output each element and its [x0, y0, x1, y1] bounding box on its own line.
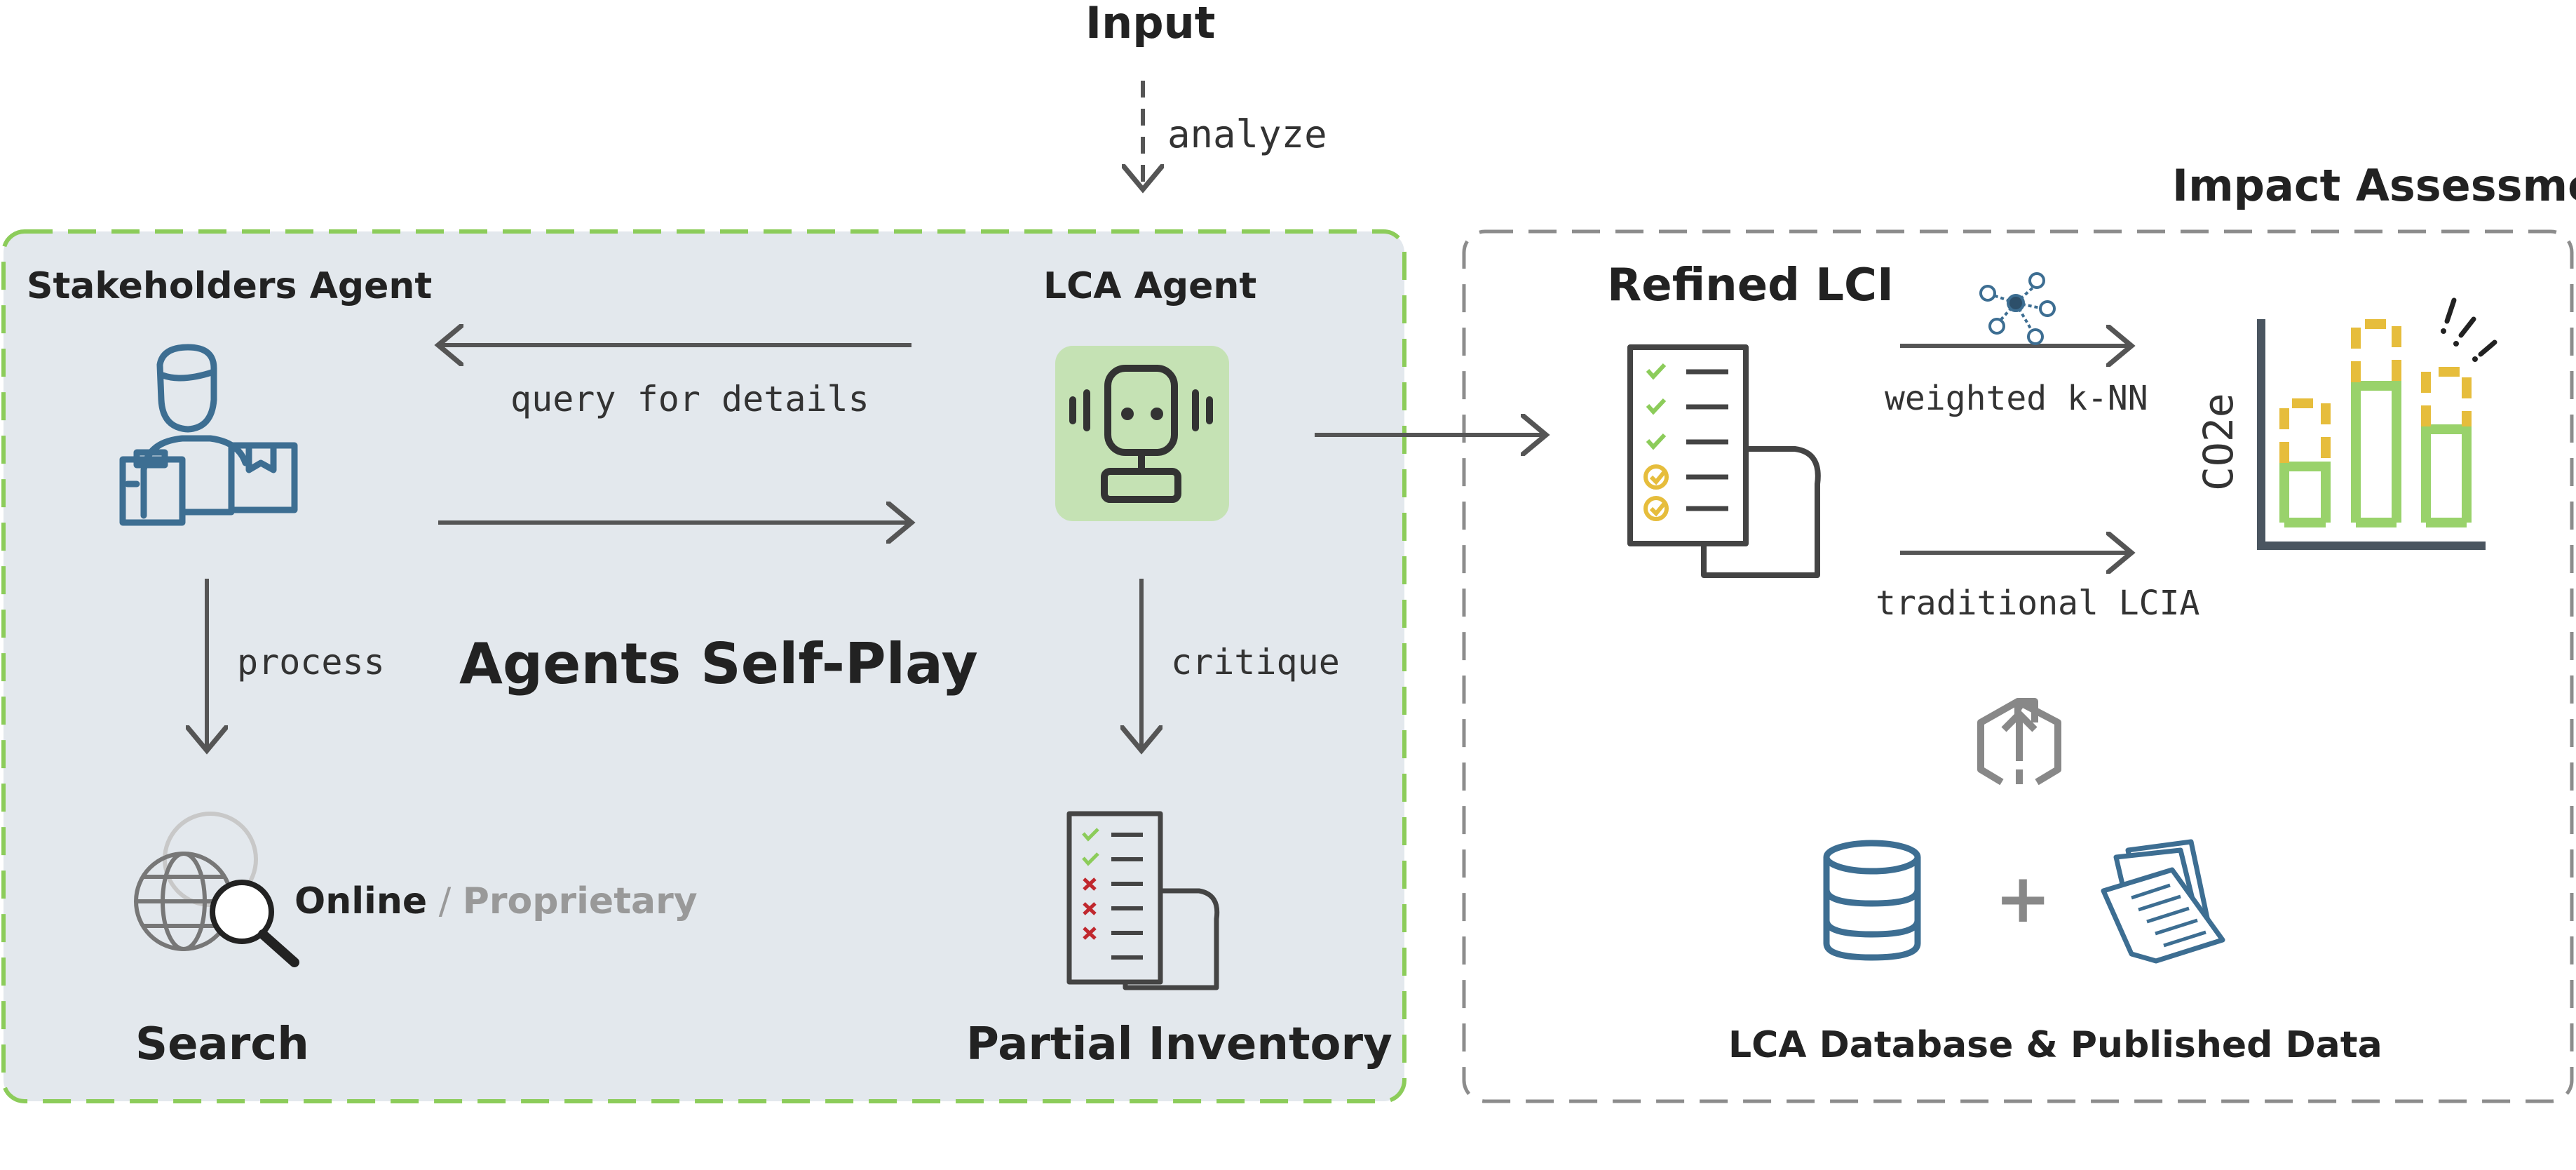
search-source: Online / Proprietary — [294, 880, 698, 922]
plus-sign: + — [1995, 859, 2052, 938]
agents-self-play-title: Agents Self-Play — [459, 631, 978, 697]
search-online-label: Online — [294, 880, 428, 922]
upload-icon — [1977, 698, 2061, 786]
network-graph-icon — [1979, 272, 2056, 345]
bar-chart-icon — [2257, 297, 2497, 550]
robot-icon — [1055, 346, 1229, 521]
database-icon — [1823, 840, 1921, 961]
stakeholders-agent-title: Stakeholders Agent — [27, 265, 433, 307]
weighted-knn-label: weighted k-NN — [1885, 379, 2148, 418]
search-separator: / — [427, 880, 463, 922]
query-label: query for details — [510, 379, 869, 419]
co2e-axis-label: CO2e — [2195, 393, 2242, 491]
input-title: Input — [1085, 0, 1216, 48]
impact-assessment-title: Impact Assessment — [2172, 160, 2576, 211]
partial-inventory-title: Partial Inventory — [966, 1018, 1392, 1070]
analyze-label: analyze — [1167, 112, 1327, 156]
agents-panel — [1, 229, 1406, 1103]
person-with-clipboard-icon — [119, 344, 298, 526]
traditional-lcia-label: traditional LCIA — [1876, 584, 2200, 623]
lca-agent-title: LCA Agent — [1043, 265, 1257, 307]
lca-database-title: LCA Database & Published Data — [1728, 1024, 2382, 1066]
search-title: Search — [135, 1018, 309, 1070]
critique-label: critique — [1171, 642, 1340, 682]
documents-icon — [2101, 839, 2225, 964]
refined-lci-title: Refined LCI — [1607, 260, 1894, 311]
search-proprietary-label: Proprietary — [462, 880, 698, 922]
globe-search-icon — [134, 812, 299, 967]
checklist-document-icon — [1066, 811, 1220, 990]
process-label: process — [237, 642, 385, 682]
checklist-document-icon — [1627, 344, 1821, 578]
impact-panel — [1462, 229, 2574, 1103]
